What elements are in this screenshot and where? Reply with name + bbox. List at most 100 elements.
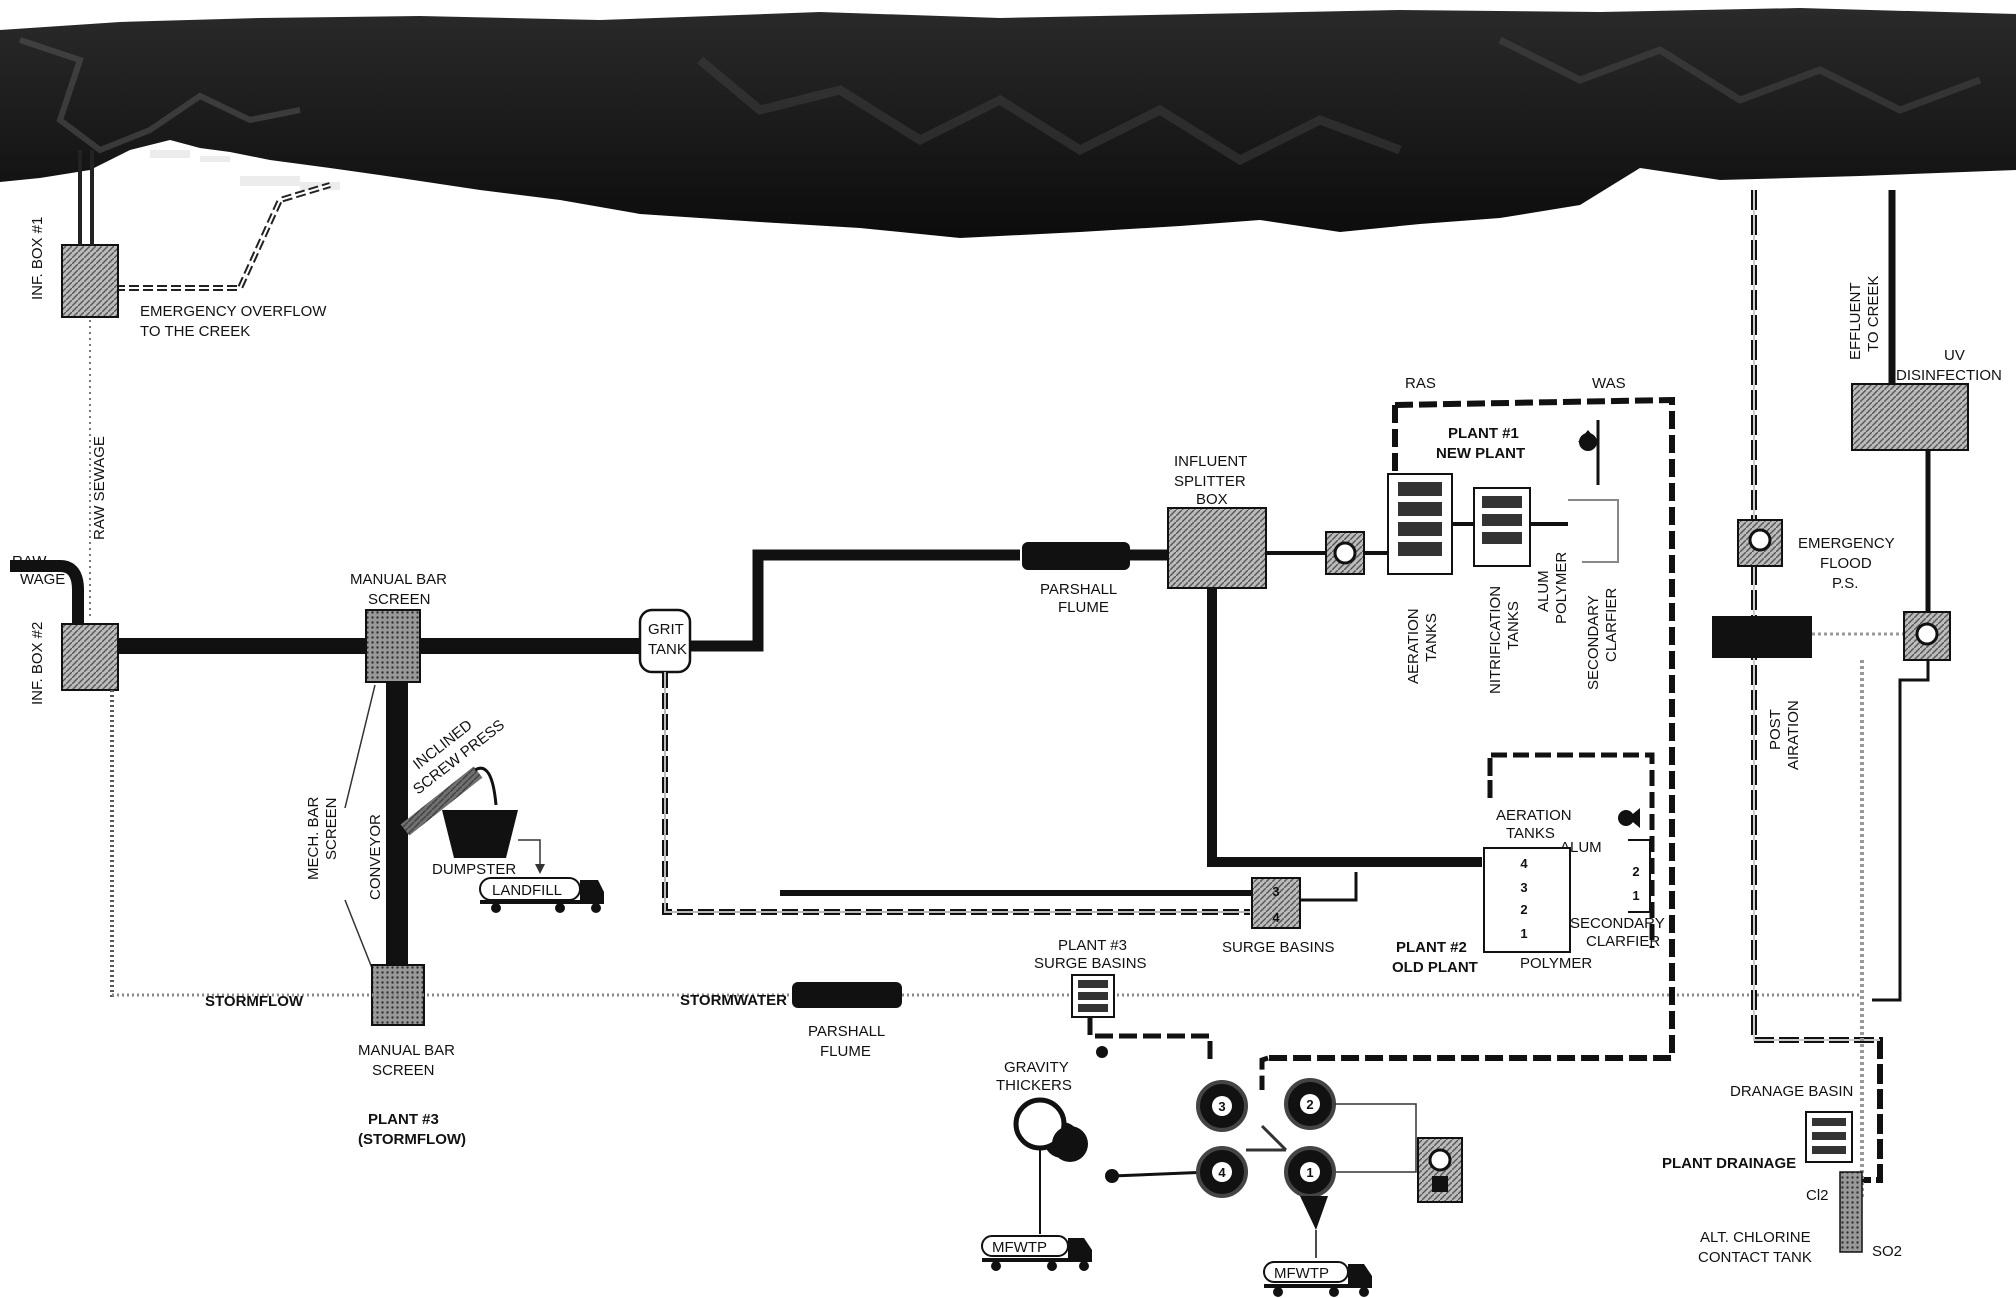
secondary-clarifier-1-label-1: SECONDARY — [1585, 595, 1602, 690]
digester-1-number: 1 — [1306, 1165, 1313, 1180]
wage-label: WAGE — [20, 571, 65, 588]
effluent-to-creek-label-1: EFFLUENT — [1847, 282, 1864, 360]
inf-box-1 — [62, 245, 118, 317]
manual-bar-screen-bottom-label-2: SCREEN — [372, 1062, 435, 1079]
manual-bar-screen-top-label-1: MANUAL BAR — [350, 571, 447, 588]
mech-bar-screen-label-1: MECH. BAR — [305, 796, 322, 880]
alt-chlorine-contact-tank — [1840, 1172, 1862, 1252]
post-aeration-label-1: POST — [1767, 709, 1784, 750]
parshall-flume-top — [1022, 542, 1130, 570]
emergency-overflow-label-1: EMERGENCY OVERFLOW — [140, 303, 327, 320]
landfill-label: LANDFILL — [492, 882, 562, 899]
nitrification-label-1: NITRIFICATION — [1487, 586, 1504, 694]
aeration-tanks-1-label-2: TANKS — [1423, 613, 1440, 662]
sludge-pump-1-icon — [1096, 1046, 1108, 1058]
uv-label-2: DISINFECTION — [1896, 367, 2002, 384]
post-aeration — [1712, 616, 1812, 658]
secondary-clarifier-1 — [1568, 500, 1618, 562]
surge-basins-label: SURGE BASINS — [1222, 939, 1335, 956]
influent-splitter-label-1: INFLUENT — [1174, 453, 1247, 470]
secondary-clarifier-2-label-1: SECONDARY — [1570, 915, 1665, 932]
plant3-sludge-line — [1090, 1017, 1210, 1060]
emergency-flood-label-2: FLOOD — [1820, 555, 1872, 572]
secondary-clarifier-2-label-2: CLARFIER — [1586, 933, 1660, 950]
parshall-flume-top-label-1: PARSHALL — [1040, 581, 1117, 598]
emergency-overflow-pipe — [115, 185, 330, 288]
uv-label-1: UV — [1944, 347, 1965, 364]
manual-bar-screen-bottom-label-1: MANUAL BAR — [358, 1042, 455, 1059]
gravity-thickers-label-1: GRAVITY — [1004, 1059, 1069, 1076]
grit-bypass-line — [665, 672, 1250, 912]
was-label: WAS — [1592, 375, 1626, 392]
influent-splitter-label-3: BOX — [1196, 491, 1228, 508]
so2-label: SO2 — [1872, 1243, 1902, 1260]
aeration-tanks-1-label-1: AERATION — [1405, 608, 1422, 684]
influent-splitter-box — [1168, 508, 1266, 588]
surge-basin-4: 4 — [1272, 910, 1280, 925]
stormflow-label: STORMFLOW — [205, 993, 304, 1010]
nitrification-label-2: TANKS — [1505, 601, 1522, 650]
manual-bar-screen-top — [366, 610, 420, 682]
aeration-tank-2: 2 — [1520, 902, 1527, 917]
drainage-basin-label: DRANAGE BASIN — [1730, 1083, 1853, 1100]
aeration-tanks-2-label-1: AERATION — [1496, 807, 1572, 824]
influent-splitter-label-2: SPLITTER — [1174, 473, 1246, 490]
grit-tank-label-2: TANK — [648, 641, 687, 658]
aeration-tank-4: 4 — [1520, 856, 1528, 871]
plant3-stormflow-label-1: PLANT #3 — [368, 1111, 439, 1128]
parshall-flume-top-label-2: FLUME — [1058, 599, 1109, 616]
emergency-flood-label-3: P.S. — [1832, 575, 1858, 592]
mfwtp-2-label: MFWTP — [1274, 1265, 1329, 1282]
clarifier-1-number: 1 — [1632, 888, 1639, 903]
alum-polymer-label-2: POLYMER — [1553, 552, 1570, 624]
emergency-overflow-label-2: TO THE CREEK — [140, 323, 250, 340]
emergency-flood-label-1: EMERGENCY — [1798, 535, 1895, 552]
alt-chlorine-label-2: CONTACT TANK — [1698, 1249, 1812, 1266]
mech-bar-screen-label-2: SCREEN — [323, 797, 340, 860]
alt-chlorine-label-1: ALT. CHLORINE — [1700, 1229, 1811, 1246]
plant-drainage-label: PLANT DRAINAGE — [1662, 1155, 1796, 1172]
digester-3-number: 3 — [1218, 1099, 1225, 1114]
grit-tank-label-1: GRIT — [648, 621, 684, 638]
mfwtp-1-label: MFWTP — [992, 1239, 1047, 1256]
dumpster-label: DUMPSTER — [432, 861, 516, 878]
parshall-flume-bottom-label-2: FLUME — [820, 1043, 871, 1060]
cl2-label: Cl2 — [1806, 1187, 1829, 1204]
surge-basin-3: 3 — [1272, 884, 1279, 899]
plant2-label-2: OLD PLANT — [1392, 959, 1478, 976]
digester-outlet — [1300, 1196, 1328, 1230]
inf-box-2-label: INF. BOX #2 — [29, 622, 46, 705]
clarifier-2-number: 2 — [1632, 864, 1639, 879]
alum-polymer-label-1: ALUM — [1535, 570, 1552, 612]
aeration-tank-1: 1 — [1520, 926, 1527, 941]
post-aeration-label-2: AIRATION — [1785, 700, 1802, 770]
raw-label: RAW — [12, 553, 47, 570]
aerial-tree-strip — [0, 8, 2016, 238]
inf-box-2 — [62, 624, 118, 690]
polymer-2-label: POLYMER — [1520, 955, 1592, 972]
ras-label: RAS — [1405, 375, 1436, 392]
conveyor-label: CONVEYOR — [367, 814, 384, 900]
plant3-surge-label-2: SURGE BASINS — [1034, 955, 1147, 972]
effluent-to-creek-label-2: TO CREEK — [1865, 276, 1882, 352]
parshall-flume-bottom — [792, 982, 902, 1008]
plant3-surge-label-1: PLANT #3 — [1058, 937, 1127, 954]
splitter-to-plant2-pipe — [1212, 588, 1482, 862]
aeration-tank-3: 3 — [1520, 880, 1527, 895]
parshall-flume-bottom-label-1: PARSHALL — [808, 1023, 885, 1040]
inf-box-1-label: INF. BOX #1 — [29, 217, 46, 300]
manual-bar-screen-top-label-2: SCREEN — [368, 591, 431, 608]
plant1-label-2: NEW PLANT — [1436, 445, 1525, 462]
plant2-label-1: PLANT #2 — [1396, 939, 1467, 956]
secondary-clarifier-1-label-2: CLARFIER — [1603, 588, 1620, 662]
plant3-stormflow-label-2: (STORMFLOW) — [358, 1131, 466, 1148]
digester-2-number: 2 — [1306, 1097, 1313, 1112]
raw-sewage-label: RAW SEWAGE — [91, 436, 108, 540]
stormwater-label: STORMWATER — [680, 992, 787, 1009]
aeration-tanks-2-label-2: TANKS — [1506, 825, 1555, 842]
digester-4-number: 4 — [1218, 1165, 1226, 1180]
gravity-thickers-label-2: THICKERS — [996, 1077, 1072, 1094]
plant1-label-1: PLANT #1 — [1448, 425, 1519, 442]
dumpster — [442, 810, 518, 858]
